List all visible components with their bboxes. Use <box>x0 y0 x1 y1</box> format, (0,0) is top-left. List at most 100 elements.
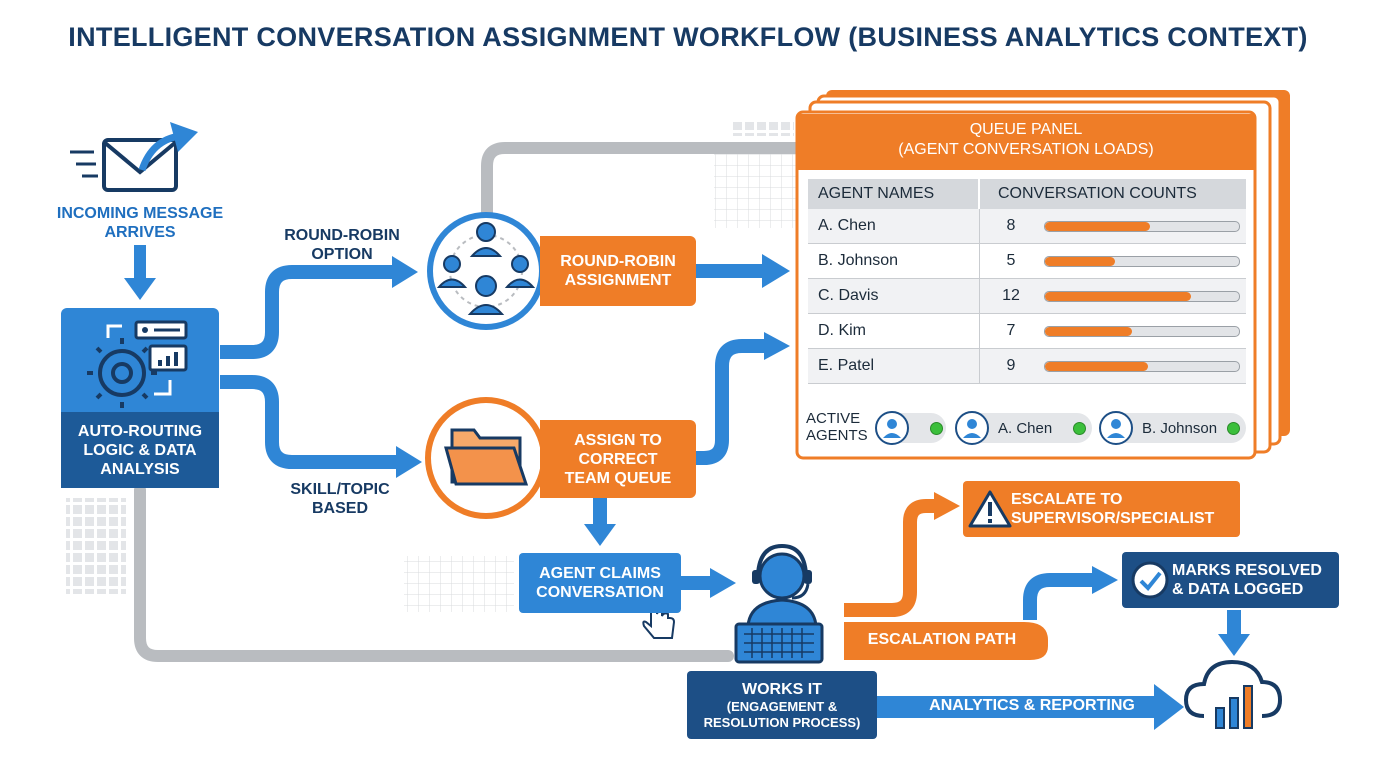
round-robin-option-label: ROUND-ROBIN OPTION <box>262 226 422 264</box>
table-row: E. Patel 9 <box>808 349 1246 384</box>
load-bar-track <box>1044 291 1240 302</box>
arrow-to-skill-topic <box>220 375 398 469</box>
decor-grid <box>732 122 794 136</box>
decor-grid <box>66 498 126 594</box>
team-icon <box>427 212 545 330</box>
table-row: A. Chen 8 <box>808 209 1246 244</box>
auto-routing-label-band <box>61 412 219 488</box>
decor-grid <box>404 556 514 612</box>
agent-name-cell: A. Chen <box>808 209 980 243</box>
conversation-count-cell: 8 <box>1006 217 1016 234</box>
keyboard-icon <box>734 622 824 664</box>
active-agent-name: B. Johnson <box>1142 419 1218 437</box>
arrow-to-round-robin <box>220 265 394 359</box>
load-bar-track <box>1044 256 1240 267</box>
load-bar-track <box>1044 221 1240 232</box>
escalate-line: ESCALATE TO <box>1011 491 1123 508</box>
rr-assignment-line: ASSIGNMENT <box>564 272 672 289</box>
active-agent-chip: B. Johnson <box>1099 411 1246 445</box>
queue-table: AGENT NAMES CONVERSATION COUNTS A. Chen 8… <box>808 179 1246 384</box>
auto-routing-line: LOGIC & DATA <box>83 442 197 459</box>
col-agent-names: AGENT NAMES <box>808 179 980 209</box>
works-it-line: RESOLUTION PROCESS) <box>703 714 861 730</box>
folder-icon <box>425 397 547 519</box>
agent-name-cell: B. Johnson <box>808 244 980 278</box>
load-bar-fill <box>1045 362 1148 371</box>
escalation-path-label: ESCALATION PATH <box>867 631 1017 648</box>
arrowhead <box>392 256 418 288</box>
table-row: C. Davis 12 <box>808 279 1246 314</box>
warning-icon <box>968 490 1012 528</box>
arrow-queue-to-panel <box>696 339 766 465</box>
auto-routing-line: AUTO-ROUTING <box>77 423 203 440</box>
incoming-message-label: INCOMING MESSAGE ARRIVES <box>40 204 240 242</box>
rr-option-line: OPTION <box>311 246 373 263</box>
conversation-count-cell: 5 <box>1006 252 1016 269</box>
queue-table-body: A. Chen 8 B. Johnson 5 C. Davis 12 D. Kim 7 E. P… <box>808 209 1246 384</box>
active-agent-chip <box>875 411 946 445</box>
works-it-box: WORKS IT (ENGAGEMENT & RESOLUTION PROCES… <box>687 671 877 739</box>
load-bar-track <box>1044 361 1240 372</box>
agent-claims-line: CONVERSATION <box>536 584 664 601</box>
load-bar-fill <box>1045 257 1115 266</box>
rr-option-line: ROUND-ROBIN <box>284 227 400 244</box>
col-conversation-counts: CONVERSATION COUNTS <box>998 185 1197 202</box>
online-status-dot <box>1073 422 1086 435</box>
skill-topic-line: SKILL/TOPIC <box>290 481 390 498</box>
queue-panel-title: QUEUE PANEL <box>969 121 1083 138</box>
online-status-dot <box>1227 422 1240 435</box>
marks-resolved-line: & DATA LOGGED <box>1172 581 1304 598</box>
conversation-count-cell: 7 <box>1006 322 1016 339</box>
escalation-path-band <box>844 622 1048 660</box>
gray-connector-top <box>481 142 806 228</box>
arrow-escalation <box>844 499 936 617</box>
skill-topic-line: BASED <box>311 500 368 517</box>
marks-resolved-line: MARKS RESOLVED <box>1172 562 1322 579</box>
auto-routing-label: AUTO-ROUTING LOGIC & DATA ANALYSIS <box>61 422 219 479</box>
table-row: B. Johnson 5 <box>808 244 1246 279</box>
agent-name-cell: C. Davis <box>808 279 980 313</box>
load-bar-fill <box>1045 327 1132 336</box>
server-icon <box>134 320 188 340</box>
active-agents-line: AGENTS <box>806 427 868 444</box>
queue-panel-header: QUEUE PANEL (AGENT CONVERSATION LOADS) <box>797 114 1255 170</box>
decor-grid <box>714 154 796 228</box>
works-it-line: WORKS IT <box>742 680 822 698</box>
auto-routing-line: ANALYSIS <box>100 461 180 478</box>
assign-team-line: CORRECT <box>578 450 658 468</box>
arrow-to-resolved <box>1023 573 1094 620</box>
active-agent-name: A. Chen <box>998 419 1053 437</box>
active-agents-line: ACTIVE <box>806 410 861 427</box>
load-bar-fill <box>1045 292 1191 301</box>
arrowhead <box>396 446 422 478</box>
check-icon <box>1131 561 1169 599</box>
online-status-dot <box>930 422 943 435</box>
arrowhead <box>934 492 960 520</box>
agent-claims-box: AGENT CLAIMS CONVERSATION <box>519 553 681 613</box>
arrow-rr-to-panel <box>696 254 790 288</box>
arrow-resolved-to-cloud <box>1218 610 1250 656</box>
chart-icon <box>106 324 188 396</box>
works-it-line: (ENGAGEMENT & <box>726 698 838 714</box>
agent-name-cell: D. Kim <box>808 314 980 348</box>
agent-avatar-icon <box>1099 411 1133 445</box>
rr-assignment-line: ROUND-ROBIN <box>560 253 676 270</box>
agent-headset-icon <box>746 543 818 628</box>
queue-panel-subtitle: (AGENT CONVERSATION LOADS) <box>898 141 1154 158</box>
assign-team-line: ASSIGN TO <box>574 431 662 449</box>
agent-name-cell: E. Patel <box>808 349 980 383</box>
assign-team-line: TEAM QUEUE <box>564 469 672 487</box>
agent-avatar-icon <box>955 411 989 445</box>
arrow-claims-to-agent <box>681 568 736 598</box>
skill-topic-label: SKILL/TOPIC BASED <box>262 480 418 518</box>
round-robin-assignment-box: ROUND-ROBIN ASSIGNMENT <box>540 236 696 306</box>
table-row: D. Kim 7 <box>808 314 1246 349</box>
agent-claims-line: AGENT CLAIMS <box>539 565 661 582</box>
gray-connector-bottom <box>134 484 734 662</box>
load-bar-track <box>1044 326 1240 337</box>
escalate-box: ESCALATE TO SUPERVISOR/SPECIALIST <box>963 481 1240 537</box>
conversation-count-cell: 9 <box>1006 357 1016 374</box>
conversation-count-cell: 12 <box>1002 287 1020 304</box>
assign-team-queue-box: ASSIGN TO CORRECT TEAM QUEUE <box>540 420 696 498</box>
incoming-line: INCOMING MESSAGE <box>56 205 224 222</box>
